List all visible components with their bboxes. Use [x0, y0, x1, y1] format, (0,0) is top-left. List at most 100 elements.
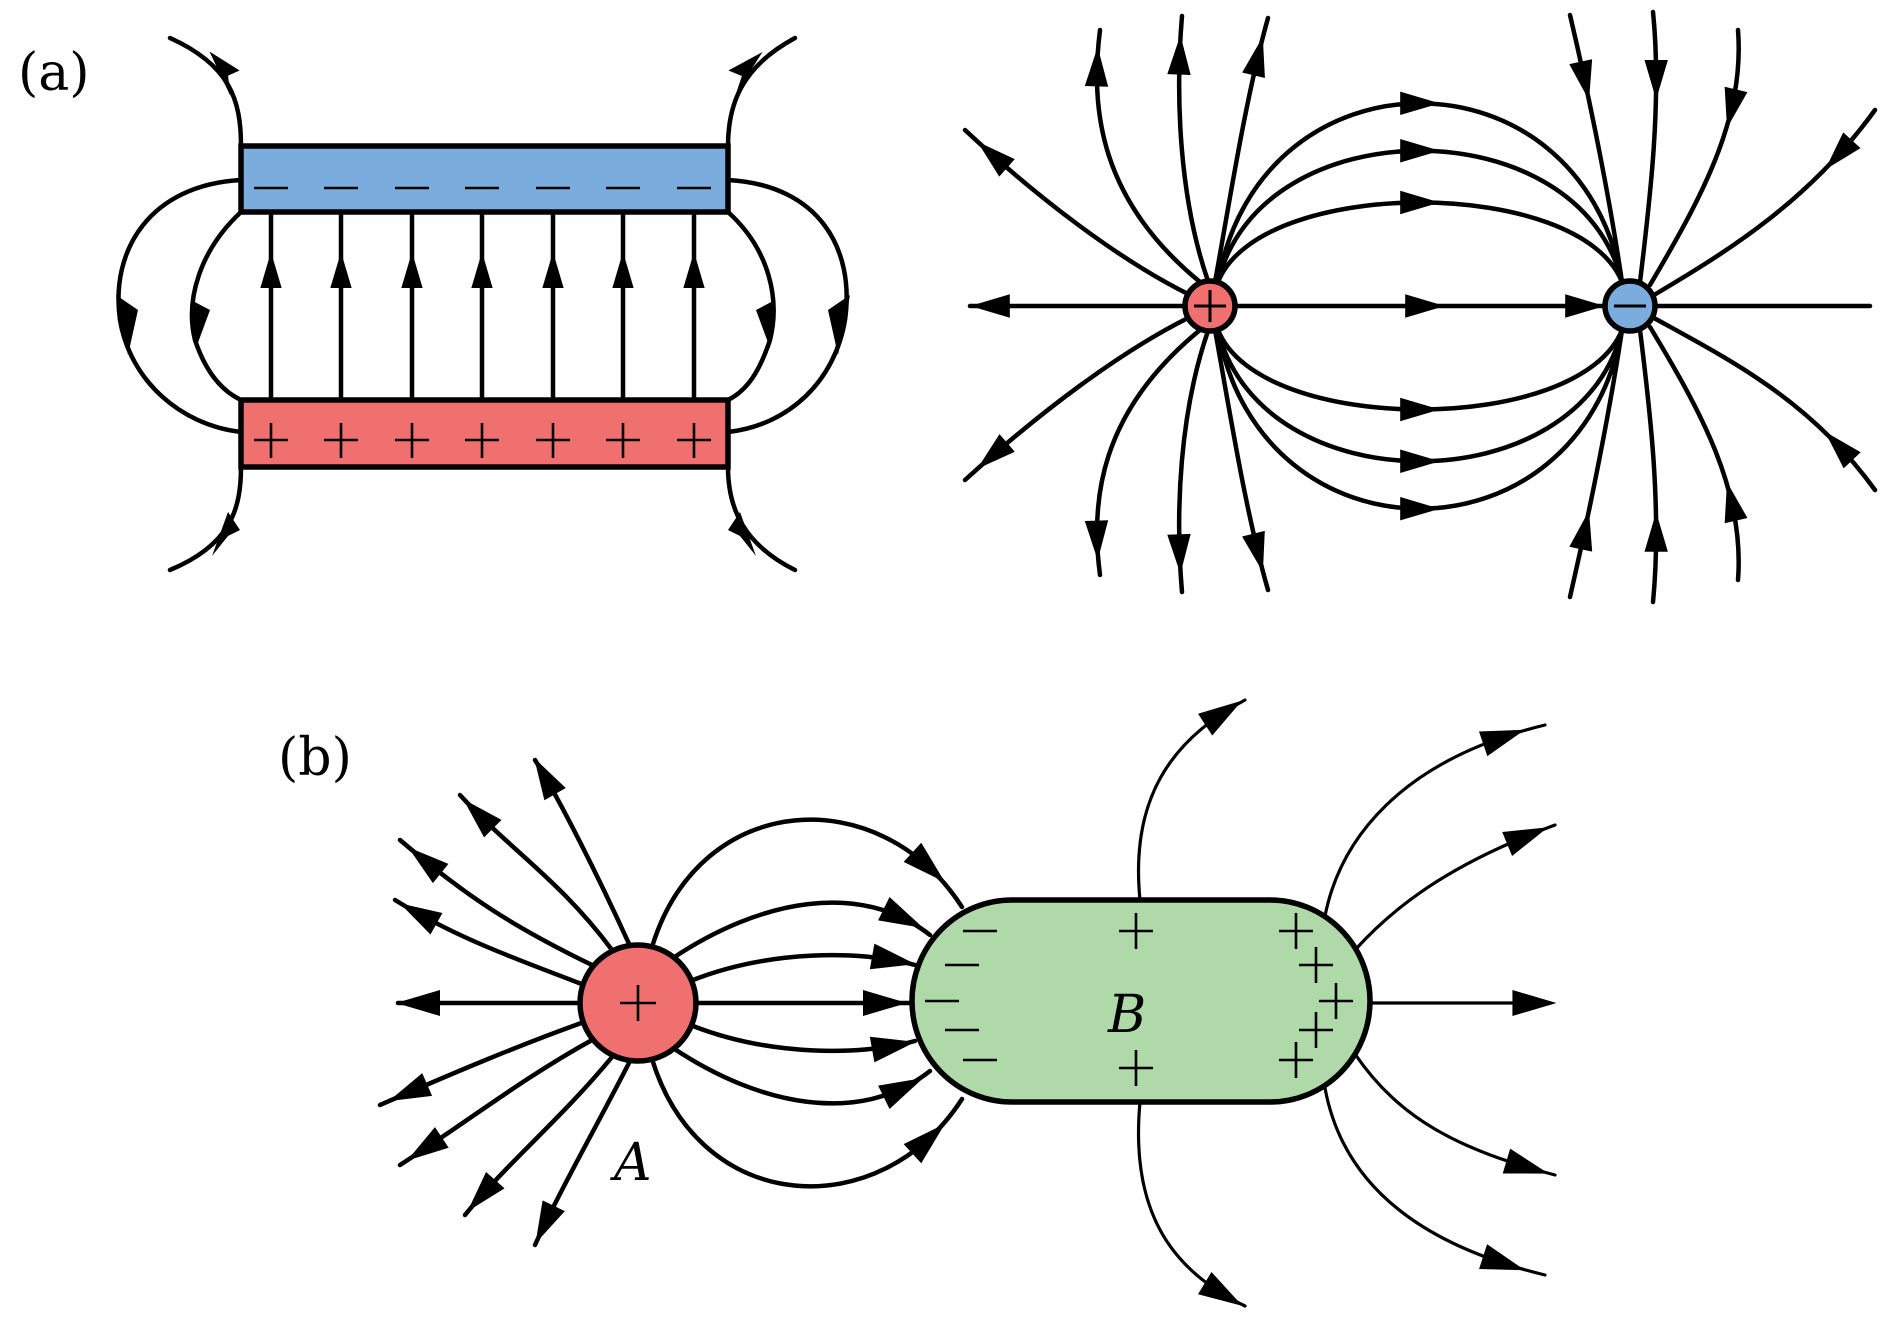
field-line [1567, 327, 1625, 600]
plus-sign [1119, 1050, 1153, 1086]
capacitor [116, 35, 850, 573]
arrow-head [756, 300, 775, 348]
fringe-arrows [116, 51, 850, 556]
arrow-head [401, 251, 423, 289]
arrow-head [1400, 496, 1440, 521]
arrow-head [1400, 139, 1440, 163]
arrow-head [1198, 1271, 1243, 1306]
arrow-head [209, 51, 240, 96]
arrow-head [1825, 132, 1861, 170]
arrow-head [1167, 34, 1191, 75]
plus-sign [254, 423, 288, 458]
plus-sign [677, 423, 711, 458]
arrow-head [467, 1171, 505, 1212]
arrow-head [683, 251, 705, 289]
field-line [649, 1056, 965, 1189]
arrow-head [728, 52, 763, 94]
field-line [1136, 698, 1247, 902]
arrow-head [1569, 59, 1593, 101]
induced-charges [925, 913, 1353, 1086]
arrow-head [116, 295, 138, 355]
arrow-head [1724, 482, 1748, 524]
plus-sign [395, 423, 429, 458]
arrow-head [471, 251, 493, 289]
fringe-line [725, 177, 849, 435]
arrow-head [903, 842, 945, 883]
arrow-head [970, 294, 1010, 318]
arrow-head [399, 903, 443, 935]
panel-a: (a) [18, 9, 1878, 605]
induction-field-lines [377, 698, 1557, 1308]
panel-b-label: (b) [278, 728, 352, 788]
arrow-head [977, 434, 1015, 469]
plus-sign [536, 423, 570, 458]
plus-sign [1194, 290, 1226, 322]
field-line [1215, 327, 1625, 464]
arrow-head [1400, 449, 1440, 473]
field-line [1567, 12, 1625, 285]
field-line [1647, 324, 1741, 583]
plus-sign [1279, 1042, 1313, 1078]
field-line [1215, 148, 1625, 285]
plus-sign [1299, 947, 1333, 983]
plus-sign [620, 985, 656, 1021]
arrow-head [1242, 530, 1265, 573]
plus-sign [1279, 913, 1313, 949]
fringe-line [116, 177, 244, 435]
arrow-head [212, 512, 240, 556]
field-line [1353, 1052, 1557, 1177]
arrow-head [1502, 1148, 1549, 1174]
uniform-field-lines [260, 209, 705, 403]
arrow-head [1400, 91, 1440, 116]
arrow-head [1405, 294, 1445, 318]
field-line [1136, 1100, 1247, 1308]
fringe-line [189, 209, 244, 403]
fringe-line [725, 35, 798, 149]
arrow-head [1084, 46, 1109, 87]
arrow-head [869, 1036, 916, 1063]
arrow-head [1084, 520, 1109, 561]
arrow-head [869, 943, 916, 970]
arrow-head [878, 1077, 924, 1109]
arrow-head [728, 512, 756, 556]
arrow-head [878, 897, 924, 929]
arrow-head [1479, 1244, 1525, 1271]
arrow-head [1824, 431, 1861, 469]
conductor-B-label: B [1107, 985, 1146, 1045]
arrow-head [977, 141, 1015, 177]
arrow-head [1644, 512, 1668, 552]
plus-sign [324, 423, 358, 458]
arrow-head [1502, 827, 1548, 857]
arrow-head [863, 990, 907, 1016]
arrow-head [1565, 294, 1605, 318]
fringe-line [167, 35, 244, 149]
panel-a-label: (a) [18, 43, 90, 103]
arrow-head [903, 1123, 945, 1164]
field-line [1647, 27, 1741, 288]
arrow-head [534, 757, 566, 801]
plus-sign [1299, 1012, 1333, 1048]
arrow-head [535, 1200, 565, 1244]
arrow-head [407, 1127, 449, 1161]
arrow-head [1167, 533, 1191, 574]
arrow-head [260, 251, 282, 289]
charge-A-label: A [610, 1133, 652, 1193]
plus-sign [1319, 983, 1353, 1019]
conductor-B [909, 897, 1373, 1105]
arrow-head [1512, 990, 1557, 1016]
positive-plate [238, 397, 731, 470]
arrow-head [1400, 190, 1440, 215]
arrow-head [542, 251, 564, 289]
arrow-head [1242, 36, 1265, 78]
arrow-head [408, 847, 449, 884]
arrow-head [388, 1073, 433, 1102]
arrow-head [463, 799, 502, 838]
field-line [1637, 9, 1659, 285]
dipole [962, 9, 1878, 605]
field-line [1323, 1086, 1547, 1277]
field-line [1323, 723, 1547, 918]
plus-sign [465, 423, 499, 458]
dipole-field-lines [962, 9, 1878, 605]
arrow-head [612, 251, 634, 289]
